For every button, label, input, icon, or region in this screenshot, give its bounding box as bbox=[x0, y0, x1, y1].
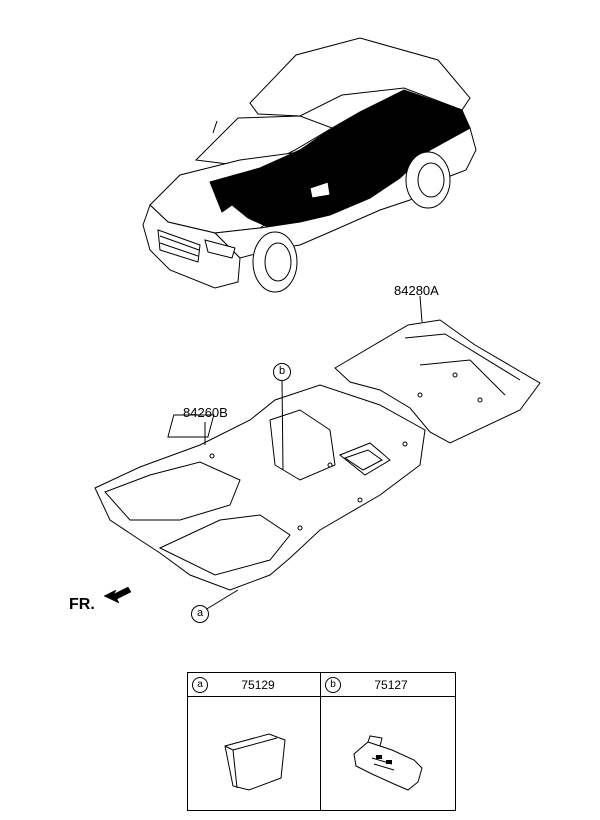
front-direction-arrow-icon bbox=[103, 586, 132, 604]
legend-part-no-a: 75129 bbox=[241, 677, 275, 692]
clip-75129-icon bbox=[224, 733, 286, 791]
legend-table: a 75129 b 75127 bbox=[187, 672, 456, 811]
part-label-front-carpet: 84260B bbox=[183, 405, 228, 420]
floor-carpet-assembly bbox=[94, 295, 541, 611]
callout-a: a bbox=[191, 605, 209, 623]
vehicle-illustration bbox=[142, 37, 477, 293]
front-direction-label: FR. bbox=[69, 596, 95, 613]
legend-part-no-b: 75127 bbox=[374, 677, 408, 692]
legend-image-a bbox=[187, 696, 321, 811]
legend-ref-a: a bbox=[192, 676, 208, 693]
legend-ref-b: b bbox=[325, 676, 341, 693]
legend-header-a: a 75129 bbox=[187, 672, 321, 697]
callout-b: b bbox=[273, 363, 291, 381]
legend-image-b bbox=[320, 696, 456, 811]
legend-header-b: b 75127 bbox=[320, 672, 456, 697]
part-label-rear-carpet: 84280A bbox=[394, 283, 439, 298]
clip-75127-icon bbox=[353, 735, 423, 791]
